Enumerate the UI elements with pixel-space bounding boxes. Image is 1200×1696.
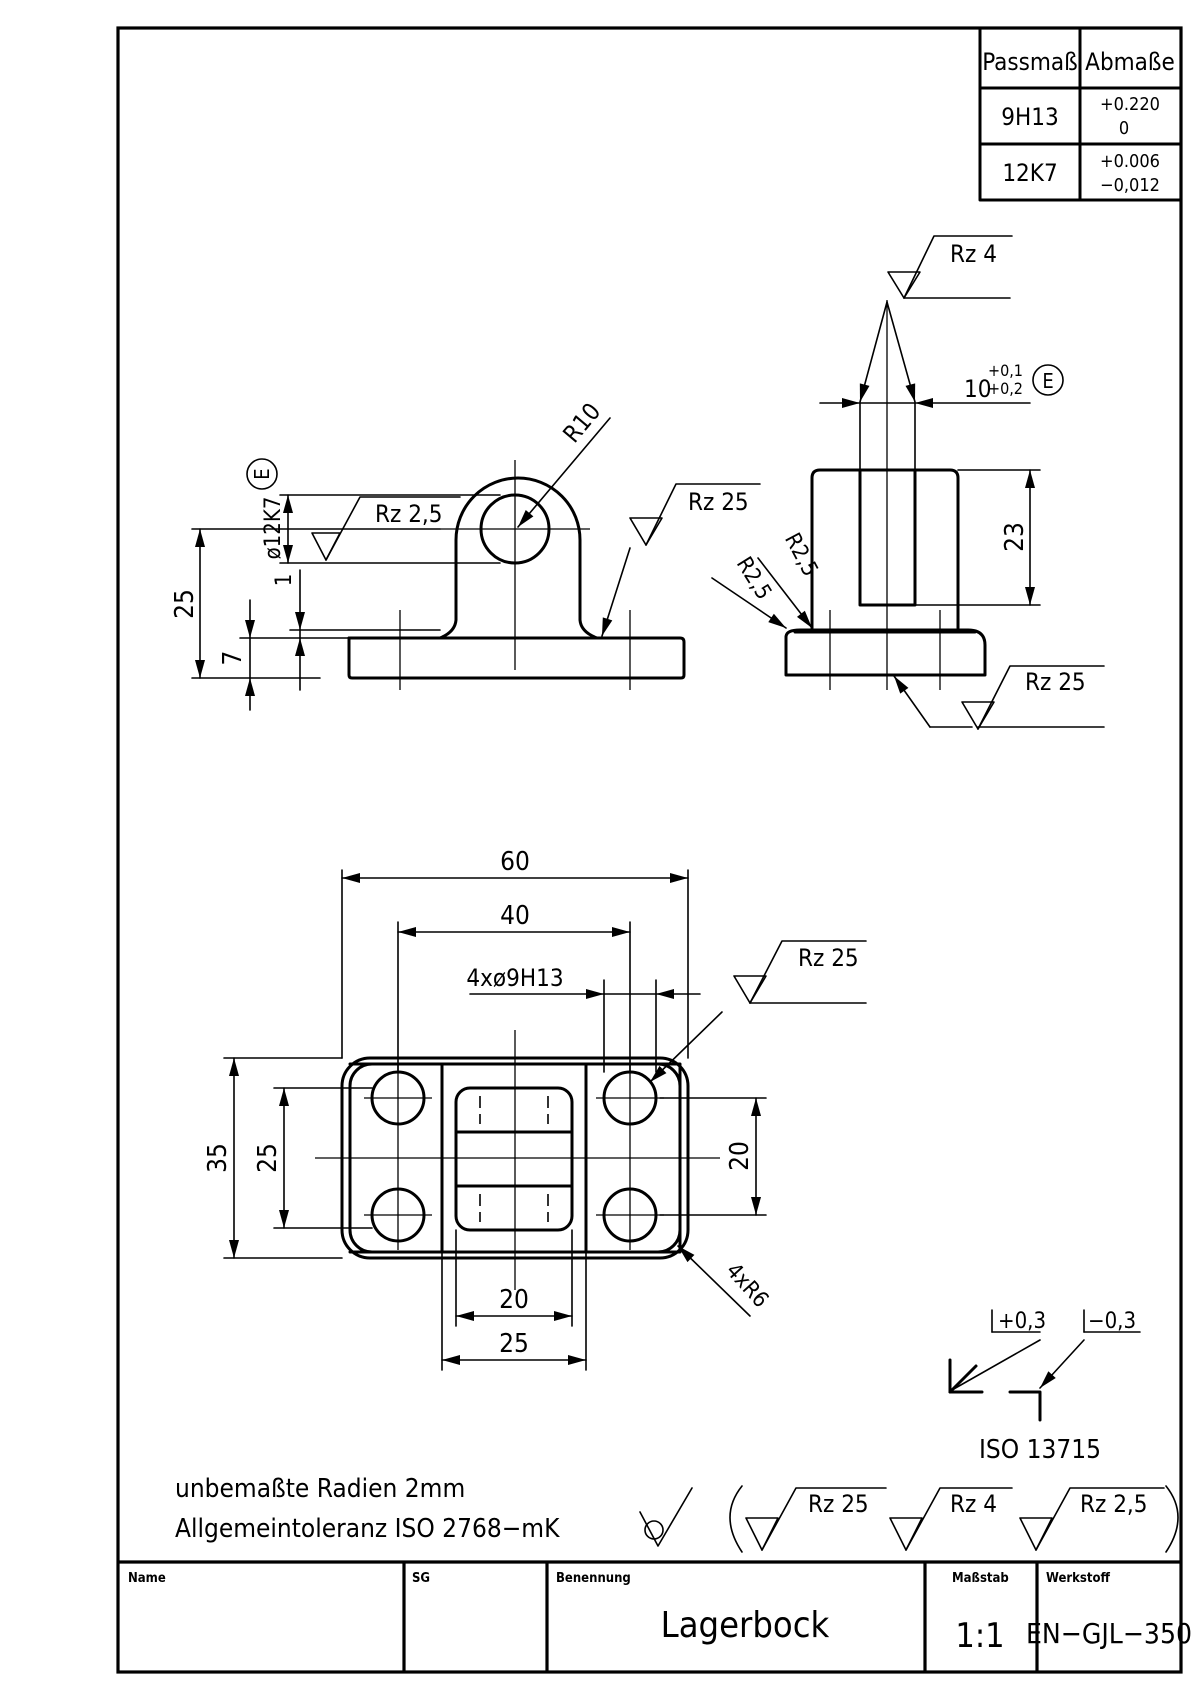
dim-front-base: 7 (218, 651, 248, 666)
dim-front-step: 1 (272, 574, 297, 587)
drawing-material: EN−GJL−350 (1026, 1617, 1192, 1650)
edge-plus-value: +0,3 (998, 1309, 1046, 1334)
surface-rz-holes: Rz 25 (798, 944, 859, 972)
general-rz-4: Rz 4 (950, 1490, 997, 1518)
dim-bore-diameter: ø12K7 (261, 497, 286, 560)
fit-table-header-deviation: Abmaße (1085, 48, 1175, 76)
dim-slot-upper: +0,1 (988, 361, 1023, 380)
drawing-scale: 1:1 (955, 1616, 1004, 1656)
dim-top-width: 60 (500, 847, 530, 877)
holes-label: 4xø9H13 (466, 964, 563, 992)
radius-r2-5-a: R2,5 (731, 553, 776, 605)
drawing-frame (116, 26, 1183, 1674)
fit-table-header-fit: Passmaß (982, 48, 1078, 76)
edge-minus-value: −0,3 (1088, 1309, 1136, 1334)
corner-radius: 4xR6 (721, 1258, 773, 1312)
dim-pocket: 20 (725, 1141, 755, 1171)
envelope-symbol-front: E (250, 468, 274, 479)
surface-rz-slot: Rz 4 (950, 240, 997, 268)
title-block-label-benennung: Benennung (556, 1571, 631, 1586)
dim-hole-depth: 25 (253, 1143, 283, 1173)
drawing-title: Lagerbock (661, 1605, 830, 1646)
top-view: 60 40 4xø9H13 Rz 25 35 25 (203, 847, 867, 1371)
general-rz-2-5: Rz 2,5 (1080, 1490, 1148, 1518)
dim-front-height: 25 (170, 589, 200, 619)
dim-outer: 25 (499, 1329, 529, 1359)
front-view: 25 7 1 ø12K7 E Rz 2,5 R10 Rz 25 (170, 398, 761, 711)
note-radii: unbemaßte Radien 2mm (175, 1474, 465, 1504)
dim-side-height: 23 (1000, 522, 1030, 552)
fit-table-cell: −0,012 (1100, 175, 1160, 196)
fit-table-cell: +0.006 (1100, 151, 1160, 172)
fit-table-cell: 0 (1119, 118, 1129, 139)
edge-symbols: +0,3 −0,3 ISO 13715 (948, 1309, 1141, 1465)
dim-slot-lower: +0,2 (988, 379, 1023, 398)
fit-table-cell: 12K7 (1002, 159, 1057, 187)
surface-rz-bottom: Rz 25 (1025, 668, 1086, 696)
envelope-symbol-side: E (1042, 369, 1053, 393)
radius-r2-5-b: R2,5 (779, 529, 822, 581)
surface-rz-fillet: Rz 25 (688, 488, 749, 516)
dim-slot-nominal: 10 (964, 375, 991, 403)
title-block: Name SG Benennung Maßstab Werkstoff Lage… (128, 1571, 1192, 1656)
fit-table-cell: +0.220 (1100, 94, 1160, 115)
side-view: Rz 4 10 +0,1 +0,2 E 23 R2,5 R2,5 (711, 235, 1105, 730)
title-block-label-sg: SG (412, 1571, 430, 1586)
surface-rz-bore: Rz 2,5 (375, 500, 443, 528)
title-block-label-werkstoff: Werkstoff (1046, 1571, 1111, 1586)
fit-table: Passmaß Abmaße 9H13 +0.220 0 12K7 +0.006… (978, 26, 1183, 202)
note-tolerance: Allgemeintoleranz ISO 2768−mK (175, 1514, 560, 1544)
radius-r10: R10 (557, 398, 606, 449)
dim-inner: 20 (499, 1285, 529, 1315)
title-block-label-massstab: Maßstab (952, 1571, 1009, 1586)
edge-standard: ISO 13715 (979, 1435, 1101, 1465)
fit-table-cell: 9H13 (1001, 103, 1058, 131)
dim-top-depth: 35 (203, 1143, 233, 1173)
general-surface-symbols: Rz 25 Rz 4 Rz 2,5 (639, 1485, 1179, 1553)
general-rz-25: Rz 25 (808, 1490, 869, 1518)
general-notes: unbemaßte Radien 2mm Allgemeintoleranz I… (175, 1474, 560, 1544)
title-block-label-name: Name (128, 1571, 166, 1586)
dim-hole-spacing: 40 (500, 901, 530, 931)
